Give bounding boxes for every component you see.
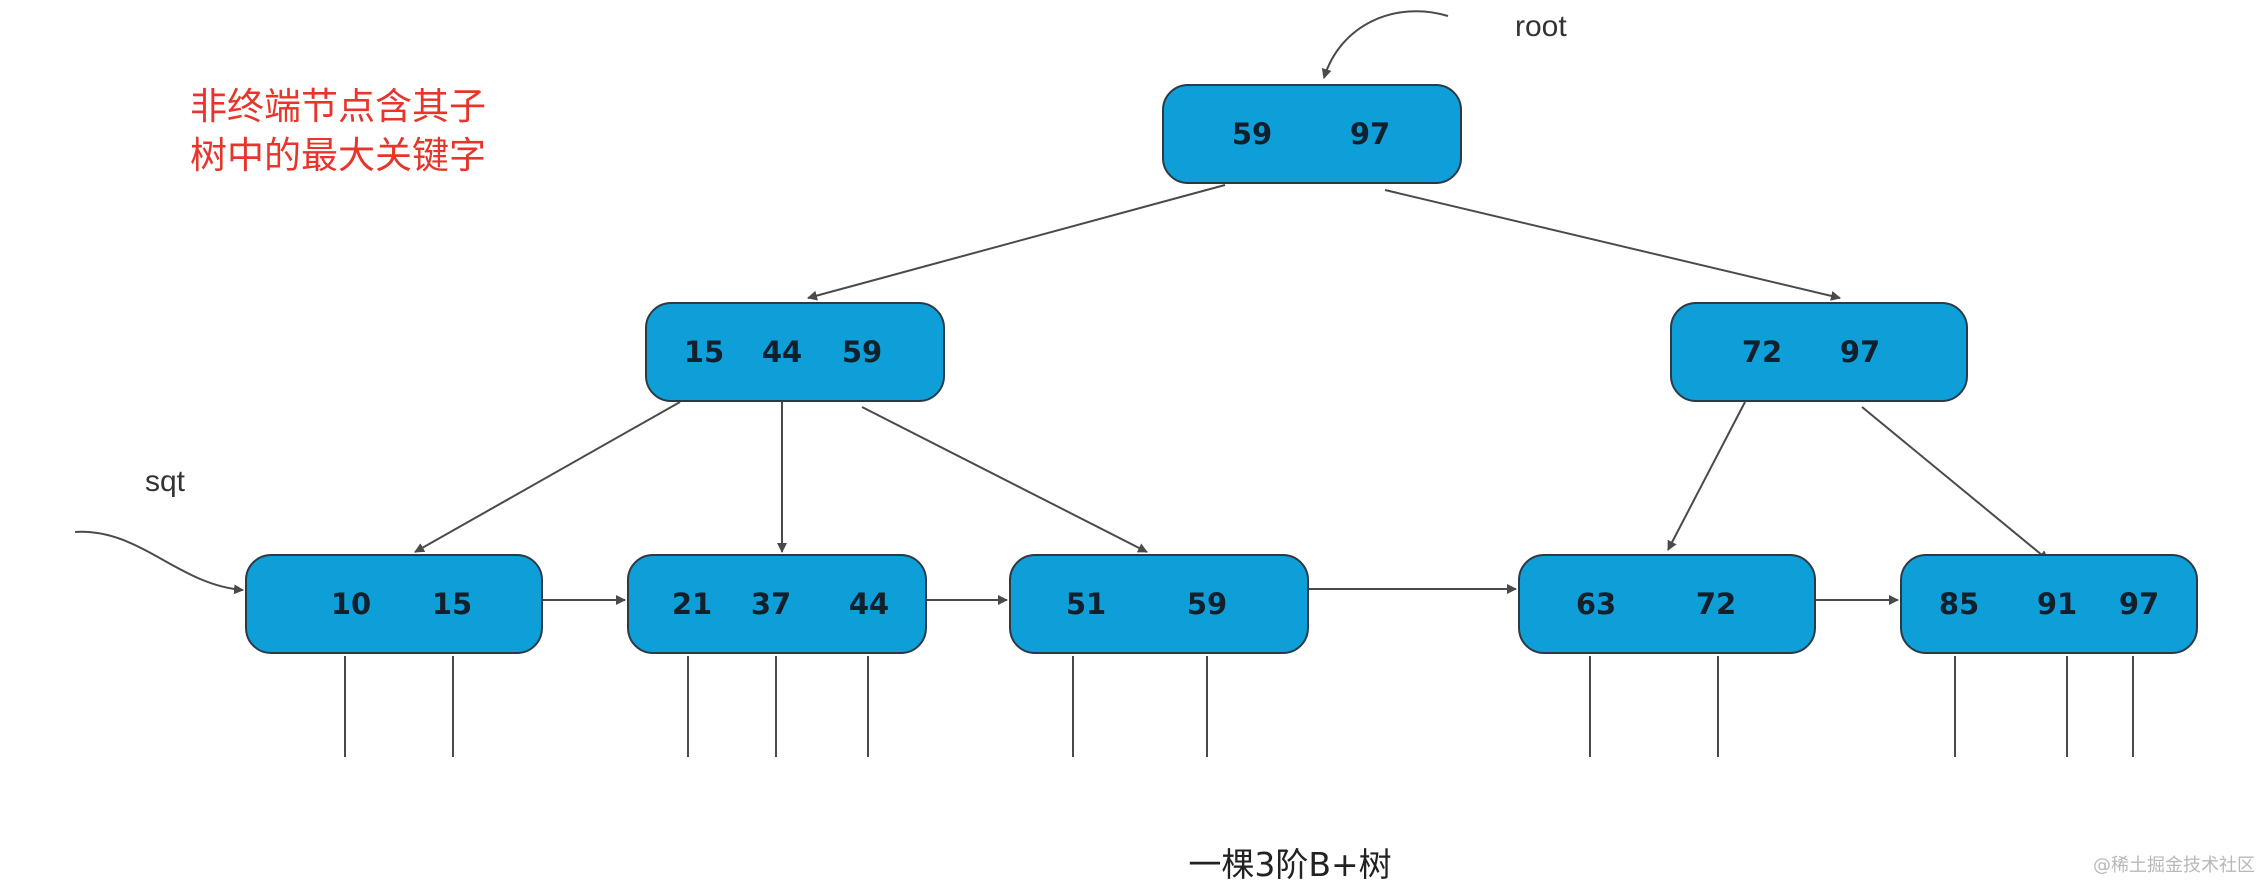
tree-edge <box>1384 189 1841 301</box>
node-key: 59 <box>1231 117 1273 151</box>
annotation-text: 非终端节点含其子 树中的最大关键字 <box>190 82 530 180</box>
node-key: 51 <box>1065 587 1107 621</box>
node-leaf-1: 10 15 <box>245 554 543 654</box>
node-key: 91 <box>2036 587 2078 621</box>
node-root: 59 97 <box>1162 84 1462 184</box>
node-key: 97 <box>1839 335 1881 369</box>
node-key: 59 <box>1186 587 1228 621</box>
node-key: 44 <box>848 587 890 621</box>
node-key: 63 <box>1575 587 1617 621</box>
node-key: 85 <box>1938 587 1980 621</box>
node-key: 97 <box>2118 587 2160 621</box>
node-key: 72 <box>1695 587 1737 621</box>
node-leaf-2: 21 37 44 <box>627 554 927 654</box>
node-key: 21 <box>671 587 713 621</box>
node-key: 15 <box>431 587 473 621</box>
node-key: 97 <box>1349 117 1391 151</box>
tree-edge <box>807 184 1226 301</box>
tree-edge <box>1861 406 2049 561</box>
tree-edge <box>1667 401 1746 551</box>
node-internal-right: 72 97 <box>1670 302 1968 402</box>
annotation-line-2: 树中的最大关键字 <box>190 134 486 177</box>
root-pointer-arrow <box>1321 10 1449 79</box>
sqt-pointer-arrow <box>74 530 244 595</box>
tree-edge <box>414 401 681 553</box>
node-key: 72 <box>1741 335 1783 369</box>
node-key: 44 <box>761 335 803 369</box>
node-leaf-4: 63 72 <box>1518 554 1816 654</box>
node-leaf-5: 85 91 97 <box>1900 554 2198 654</box>
node-leaf-3: 51 59 <box>1009 554 1309 654</box>
annotation-line-1: 非终端节点含其子 <box>190 85 486 128</box>
root-pointer-label: root <box>1515 10 1567 43</box>
node-key: 15 <box>683 335 725 369</box>
node-key: 10 <box>330 587 372 621</box>
watermark: @稀土掘金技术社区 <box>2093 855 2255 876</box>
tree-edge <box>861 406 1148 553</box>
node-key: 37 <box>750 587 792 621</box>
sqt-pointer-label: sqt <box>145 465 186 498</box>
diagram-caption: 一棵3阶B+树 <box>1188 845 1392 884</box>
node-internal-left: 15 44 59 <box>645 302 945 402</box>
node-key: 59 <box>841 335 883 369</box>
